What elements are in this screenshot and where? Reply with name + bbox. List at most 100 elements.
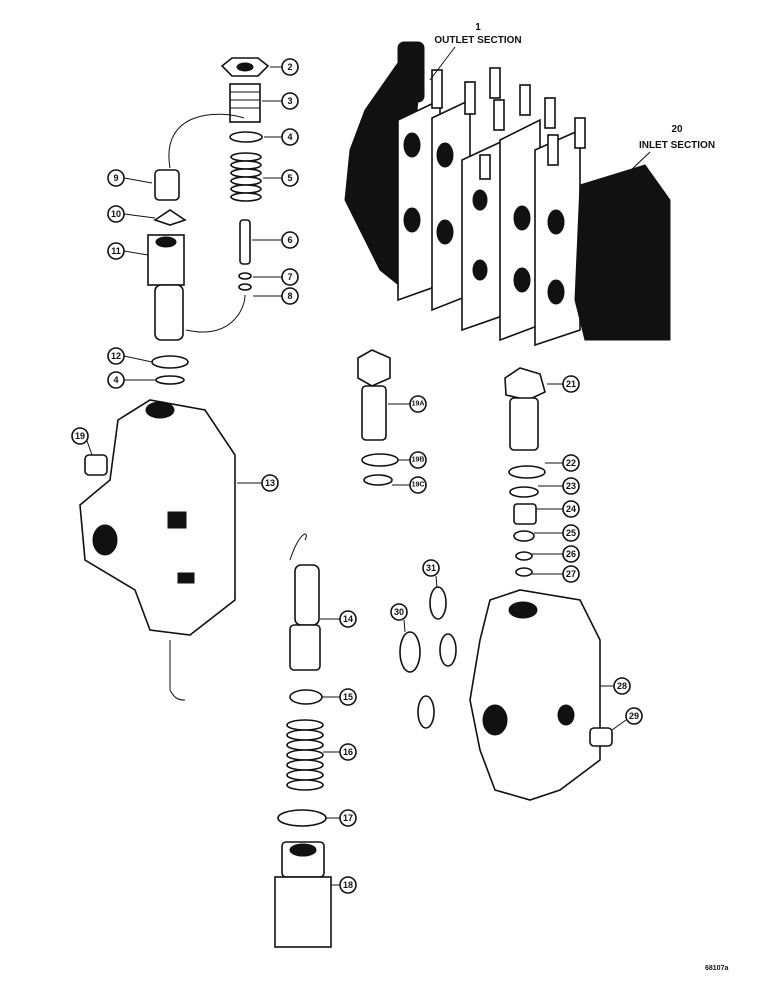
- part-19a-head: [357, 349, 391, 387]
- part-30-oring: [399, 631, 421, 673]
- callout-7: [281, 268, 299, 286]
- part-30b-oring: [439, 633, 457, 667]
- svg-text:18: 18: [343, 880, 353, 890]
- svg-text:4: 4: [113, 375, 118, 385]
- part-15-retainer: [289, 689, 323, 705]
- part-7-ring: [238, 272, 252, 280]
- svg-text:27: 27: [566, 569, 576, 579]
- callout-19a: [409, 395, 427, 413]
- part-27-ring: [515, 567, 533, 577]
- svg-text:10: 10: [111, 209, 121, 219]
- part-19b-washer: [361, 453, 399, 467]
- part-19c-oring: [363, 474, 393, 486]
- part-12-washer: [151, 355, 189, 369]
- callout-16: [339, 743, 357, 761]
- svg-text:19: 19: [75, 431, 85, 441]
- figure-id: 68107a: [705, 965, 728, 972]
- svg-text:17: 17: [343, 813, 353, 823]
- part-21-bolt: [509, 397, 539, 451]
- part-4b-oring: [155, 375, 185, 385]
- callout-2: [281, 58, 299, 76]
- bolt-19-parts: [357, 349, 399, 486]
- svg-text:30: 30: [394, 607, 404, 617]
- valve-sections: [397, 98, 581, 347]
- callout-19b: [409, 451, 427, 469]
- inlet-cap: [574, 164, 671, 341]
- part-26-ring: [515, 551, 533, 561]
- part-23-oring: [509, 486, 539, 498]
- svg-text:5: 5: [287, 173, 292, 183]
- svg-text:31: 31: [426, 563, 436, 573]
- callout-12: [107, 347, 125, 365]
- svg-text:7: 7: [287, 272, 292, 282]
- valve-bank-assembly: [344, 41, 671, 347]
- part-24-poppet: [513, 503, 537, 525]
- part-21-head: [504, 367, 546, 401]
- svg-text:13: 13: [265, 478, 275, 488]
- svg-text:9: 9: [113, 173, 118, 183]
- callout-11: [107, 242, 125, 260]
- callout-15: [339, 688, 357, 706]
- callout-17: [339, 809, 357, 827]
- part-31-oring: [429, 586, 447, 620]
- svg-text:24: 24: [566, 504, 576, 514]
- part-10-seat: [153, 209, 187, 226]
- svg-text:19B: 19B: [412, 457, 425, 464]
- part-31b-oring: [417, 695, 435, 729]
- part-14-spool-upper: [294, 564, 320, 626]
- part-16-spring: [286, 719, 324, 791]
- callout-13: [261, 474, 279, 492]
- spool-posts: [431, 67, 586, 180]
- svg-text:2: 2: [287, 62, 292, 72]
- part-11-housing: [147, 234, 185, 341]
- inlet-number: 20: [671, 124, 683, 135]
- callout-24: [562, 500, 580, 518]
- svg-text:4: 4: [287, 132, 292, 142]
- svg-text:14: 14: [343, 614, 353, 624]
- callout-27: [562, 565, 580, 583]
- spool-parts: [169, 533, 332, 948]
- svg-text:21: 21: [566, 379, 576, 389]
- callout-10: [107, 205, 125, 223]
- callout-21: [562, 375, 580, 393]
- svg-text:12: 12: [111, 351, 121, 361]
- callout-22: [562, 454, 580, 472]
- callout-19c: [409, 476, 427, 494]
- part-9-sleeve: [154, 169, 180, 201]
- svg-text:3: 3: [287, 96, 292, 106]
- callout-4b: [107, 371, 125, 389]
- part-8-ring: [238, 283, 252, 291]
- callout-5: [281, 169, 299, 187]
- callout-28: [613, 677, 631, 695]
- part-18-cap: [274, 841, 332, 948]
- svg-text:26: 26: [566, 549, 576, 559]
- part-19-fitting: [84, 454, 108, 476]
- callout-8: [281, 287, 299, 305]
- section-parts: [399, 367, 613, 801]
- part-13-housing: [79, 399, 236, 636]
- part-3-plug: [229, 83, 261, 123]
- inlet-label: INLET SECTION: [639, 140, 715, 151]
- callout-26: [562, 545, 580, 563]
- outlet-number: 1: [475, 22, 481, 33]
- part-14-spool-lower: [289, 624, 321, 671]
- callout-25: [562, 524, 580, 542]
- svg-text:15: 15: [343, 692, 353, 702]
- callout-6: [281, 231, 299, 249]
- relief-valve-parts: [147, 57, 270, 385]
- svg-text:11: 11: [111, 246, 121, 256]
- svg-text:19A: 19A: [412, 401, 425, 408]
- part-28-section-body: [469, 589, 601, 801]
- svg-text:25: 25: [566, 528, 576, 538]
- callout-14: [339, 610, 357, 628]
- callouts: 2 3 4 5 6 7 8 9 10 11 12 4: [71, 58, 643, 894]
- svg-text:22: 22: [566, 458, 576, 468]
- callout-9: [107, 169, 125, 187]
- part-22-washer: [508, 465, 546, 479]
- callout-23: [562, 477, 580, 495]
- callout-3: [281, 92, 299, 110]
- callout-19: [71, 427, 89, 445]
- part-4-oring: [229, 131, 263, 143]
